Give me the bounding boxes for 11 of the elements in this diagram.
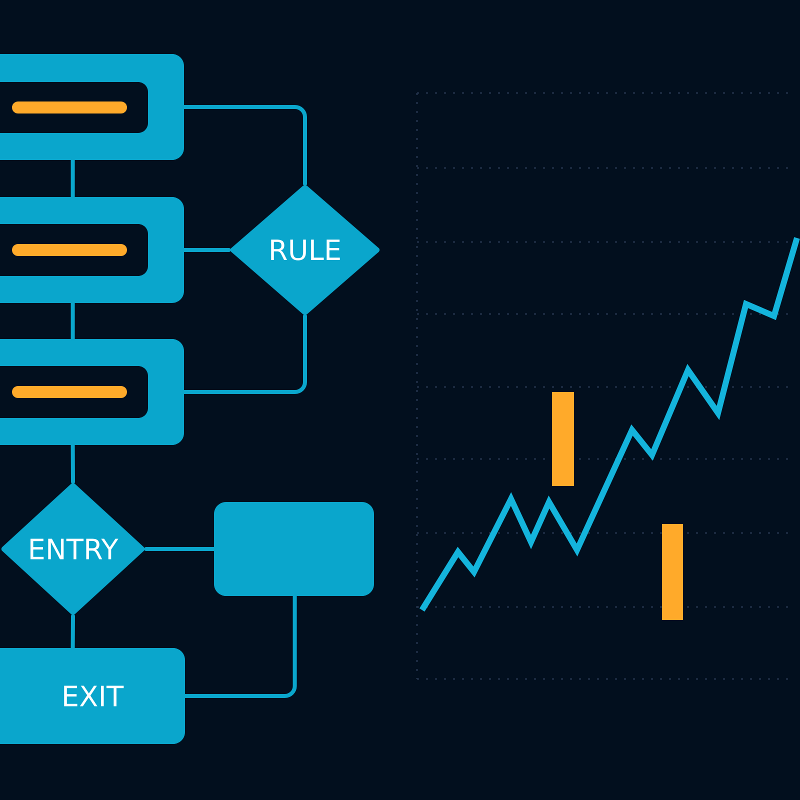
process-box	[214, 502, 374, 596]
connector-line	[182, 105, 307, 186]
connector-line	[70, 158, 75, 199]
connector-line	[183, 594, 297, 698]
connector-line	[70, 443, 75, 484]
connector-line	[182, 248, 231, 252]
connector-line	[70, 301, 75, 341]
process-box: EXIT	[0, 648, 185, 744]
connector-line	[182, 314, 307, 394]
connector-line	[70, 614, 75, 650]
connector-line	[144, 547, 216, 551]
